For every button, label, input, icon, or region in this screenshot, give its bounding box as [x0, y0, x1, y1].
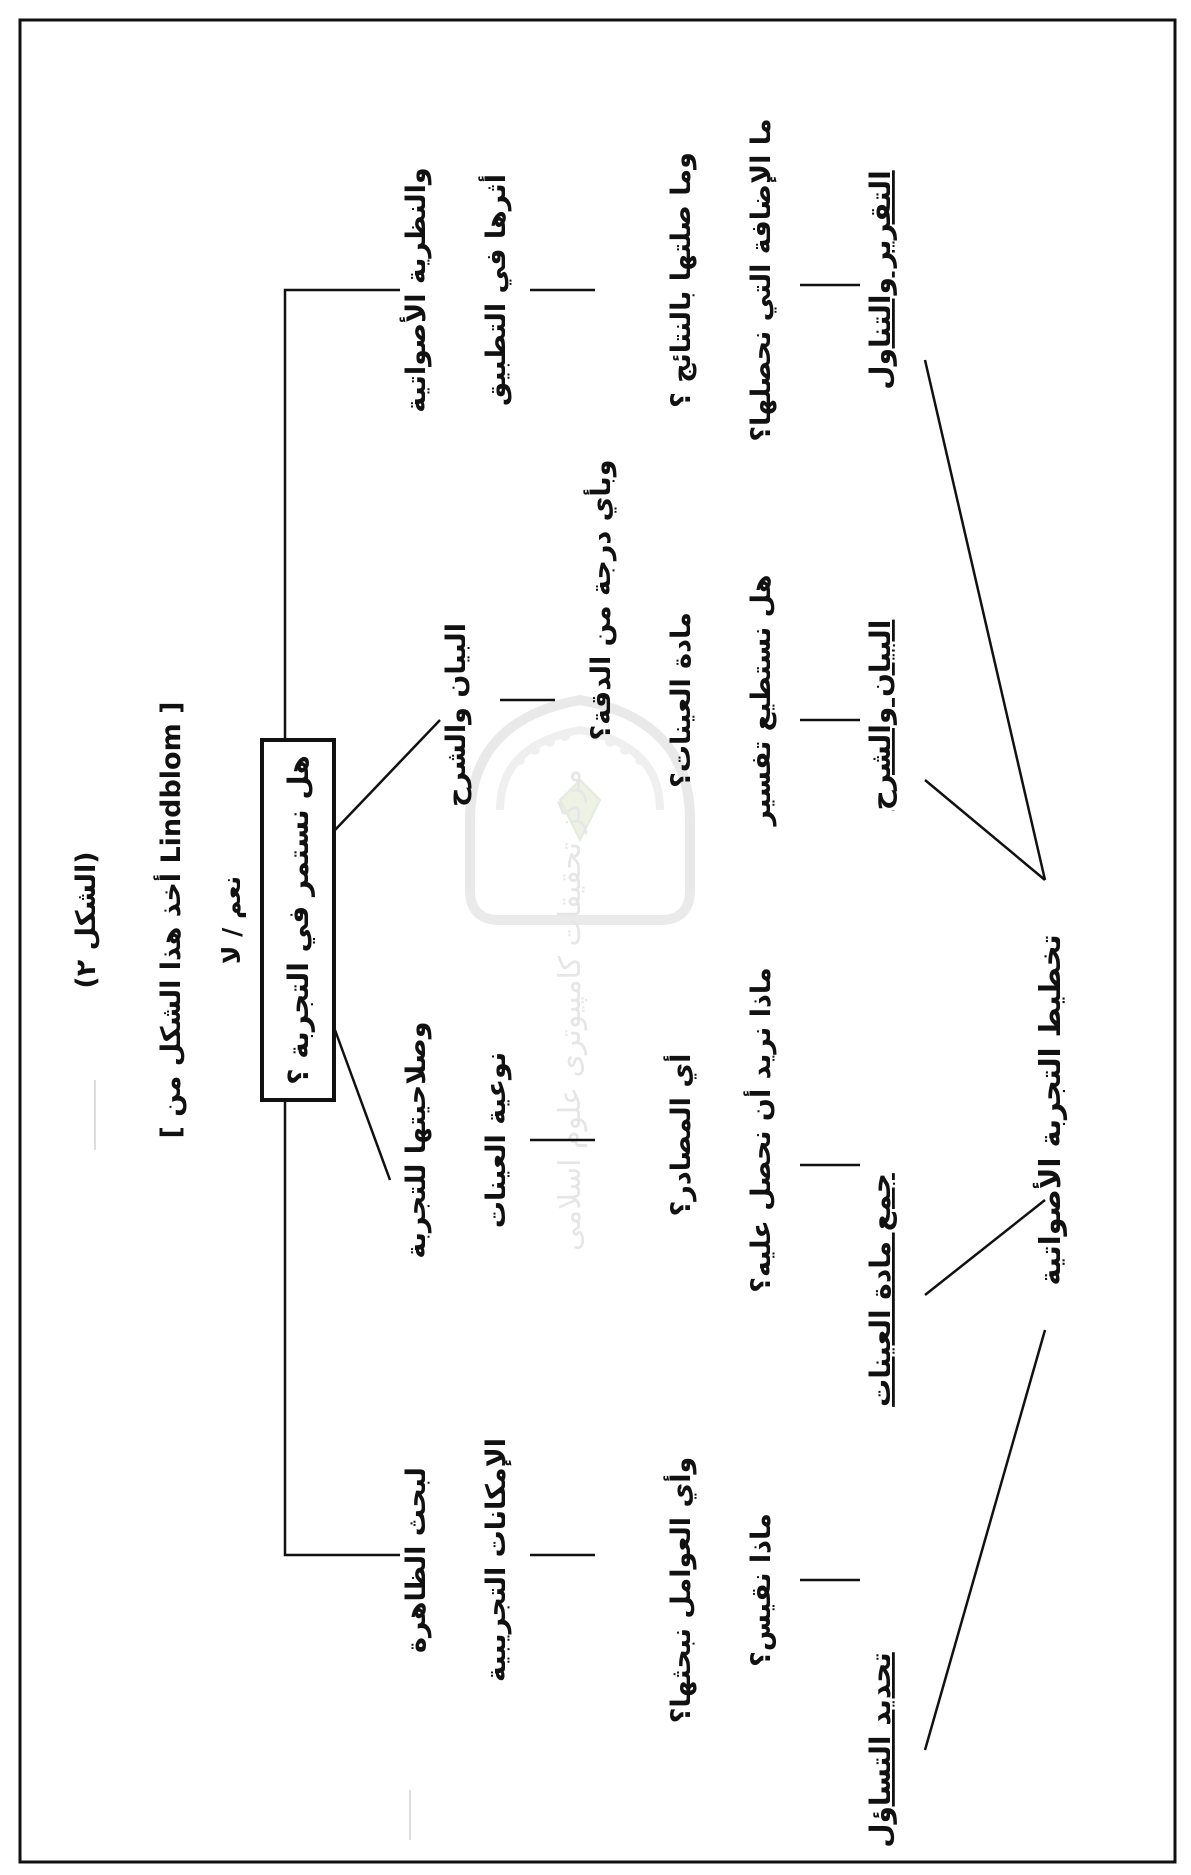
stage-3-question-line-1: هل نستطيع تفسير	[746, 575, 777, 828]
watermark-text: مرکز تحقیقات کامپیوتری علوم اسلامی	[553, 769, 588, 1251]
decision-options: نعم / لا	[217, 876, 246, 964]
figure-label: (الشكل ٢)	[71, 851, 102, 988]
stage-1-question-line-1: ماذا نقيس؟	[746, 1513, 777, 1667]
connector-stage-2-decision	[333, 1029, 392, 1181]
title-question-connectors	[800, 283, 860, 1582]
stage-2-question-line-2: أي المصادر؟	[663, 1054, 697, 1217]
stage-2-outcome-line-2: وصلاحيتها للتجربة	[401, 1021, 432, 1258]
stage-title-1: تحديد التساؤل	[864, 1652, 897, 1848]
stage-3-outcome-line-1: البيان والشرح	[441, 623, 472, 807]
watermark-seal	[465, 694, 695, 925]
source-note: [ أخذ هذا الشكل من Lindblom ]	[153, 702, 187, 1139]
stage-1-outcome-line-2: لبحث الظاهرة	[401, 1467, 432, 1653]
stage-title-4: التقرير والتناول	[864, 170, 897, 389]
connector-stage-1-decision	[283, 1100, 400, 1557]
connector-root-stage-4	[923, 359, 1047, 881]
connector-stage-3-decision	[334, 719, 441, 831]
stage-3-detail: وبأي درجة من الدقة؟	[583, 460, 617, 741]
connector-root-stage-1	[923, 1329, 1047, 1751]
question-outcome-connectors	[500, 288, 595, 1557]
stage-4-question-line-2: وما صلتها بالنتائج ؟	[666, 152, 697, 408]
stage-4-outcome-line-1: أثرها في التطبيق	[478, 174, 512, 406]
stage-4-question-line-1: ما الإضافة التي نحصلها؟	[746, 118, 777, 441]
stage-title-2: جمع مادة العينات	[864, 1173, 897, 1407]
decision-box	[260, 738, 336, 1102]
stage-title-3: البيان والشرح	[864, 620, 897, 811]
connector-root-stage-2	[924, 1199, 1046, 1296]
stage-4-outcome-line-2: والنظرية الأصواتية	[399, 167, 432, 412]
stage-3-question-line-2: مادة العينات؟	[666, 612, 697, 788]
stage-1-question-line-2: وأي العوامل نبحثها؟	[663, 1457, 697, 1723]
root-node: تخطيط التجربة الأصواتية	[1032, 934, 1067, 1285]
decision-connectors	[283, 288, 441, 1557]
page-border	[18, 18, 1177, 1864]
connector-stage-4-decision	[283, 288, 400, 740]
root-connectors	[923, 359, 1047, 1751]
stage-2-outcome-line-1: نوعية العينات	[481, 1052, 512, 1228]
stage-1-outcome-line-1: الإمكانات التجريبية	[481, 1438, 512, 1682]
stage-2-question-line-1: ماذا نريد أن نحصل عليه؟	[743, 967, 777, 1292]
decision-question: هل نستمر في التجربة ؟	[282, 755, 315, 1085]
connector-root-stage-3	[924, 779, 1046, 881]
